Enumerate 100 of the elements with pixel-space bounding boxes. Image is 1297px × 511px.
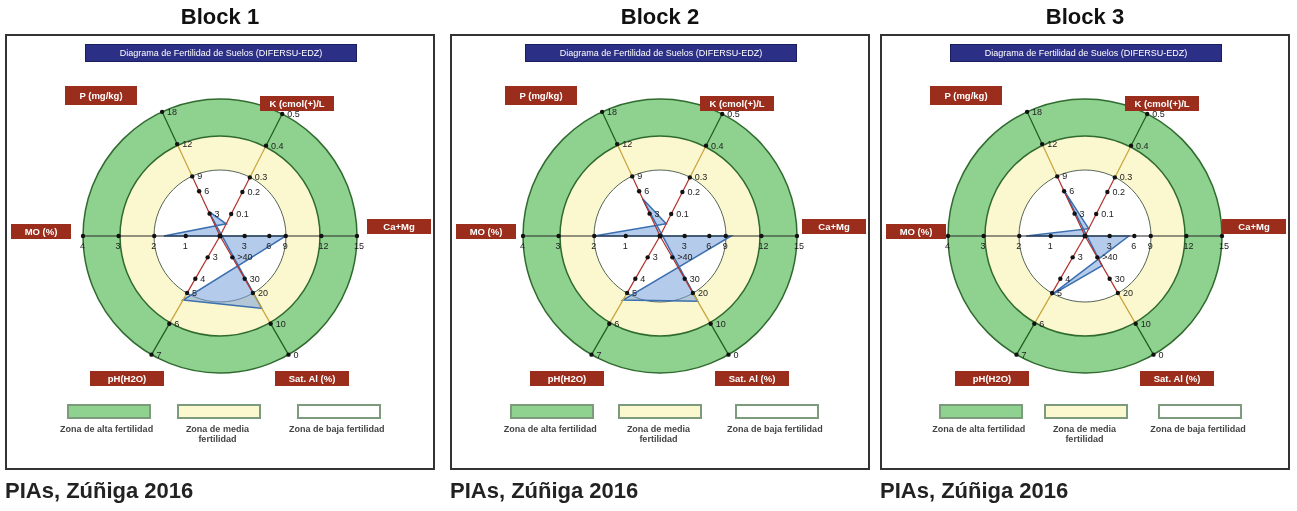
tick-label: 3 xyxy=(681,241,687,251)
tick-label: 0.2 xyxy=(247,187,260,198)
tick-label: 1 xyxy=(622,241,628,251)
source-note: PIAs, Zúñiga 2016 xyxy=(5,478,194,504)
tick-label: 0 xyxy=(733,349,739,360)
tick-label: 6 xyxy=(204,186,210,197)
tick-label: 0.4 xyxy=(1136,140,1149,151)
tick-label: 4 xyxy=(520,241,525,251)
tick-label: 4 xyxy=(1065,273,1071,284)
tick-label: 10 xyxy=(1140,318,1151,329)
tick-label: 0.1 xyxy=(676,209,689,219)
tick-label: 6 xyxy=(706,241,712,251)
tick-label: 3 xyxy=(654,208,660,219)
tick-label: 0.3 xyxy=(254,172,268,183)
legend-label: Zona de baja fertilidad xyxy=(1149,424,1247,434)
tick-label: 3 xyxy=(1106,241,1112,251)
axis-label: Sat. Al (%) xyxy=(715,371,789,386)
tick-label: 30 xyxy=(689,273,700,284)
axis-label: K (cmol(+)/L xyxy=(700,96,774,111)
tick-label: 3 xyxy=(214,208,220,219)
axis-label: pH(H2O) xyxy=(955,371,1029,386)
tick-label: 9 xyxy=(282,241,288,251)
tick-label: 7 xyxy=(156,349,162,360)
axis-label: P (mg/kg) xyxy=(505,86,577,105)
tick-label: 6 xyxy=(266,241,272,251)
tick-label: >40 xyxy=(237,252,253,263)
axis-label: MO (%) xyxy=(11,224,71,239)
title-bar: Diagrama de Fertilidad de Suelos (DIFERSU-EDZ) xyxy=(950,44,1222,62)
tick-label: 0.1 xyxy=(1101,209,1114,219)
tick-label: 12 xyxy=(758,241,769,251)
tick-label: 20 xyxy=(1122,287,1133,298)
tick-label: >40 xyxy=(677,252,693,263)
tick-label: 0.4 xyxy=(711,140,724,151)
tick-label: 0 xyxy=(293,349,299,360)
legend-label: Zona de alta fertilidad xyxy=(931,424,1027,434)
title-bar: Diagrama de Fertilidad de Suelos (DIFERSU-EDZ) xyxy=(525,44,797,62)
tick-label: 2 xyxy=(591,241,597,251)
tick-label: 0.4 xyxy=(271,140,284,151)
tick-label: >40 xyxy=(1102,252,1118,263)
axis-label: Ca+Mg xyxy=(802,219,866,234)
legend-label: Zona de media fertilidad xyxy=(625,424,691,444)
axis-label: P (mg/kg) xyxy=(65,86,137,105)
source-note: PIAs, Zúñiga 2016 xyxy=(450,478,639,504)
tick-label: 0 xyxy=(1158,349,1164,360)
axis-label: P (mg/kg) xyxy=(930,86,1002,105)
tick-label: 6 xyxy=(644,186,650,197)
legend-label: Zona de alta fertilidad xyxy=(502,424,598,434)
title-bar: Diagrama de Fertilidad de Suelos (DIFERSU-EDZ) xyxy=(85,44,357,62)
legend-label: Zona de media fertilidad xyxy=(184,424,250,444)
tick-label: 5 xyxy=(632,287,638,298)
tick-label: 12 xyxy=(318,241,329,251)
tick-label: 0.5 xyxy=(727,108,740,119)
tick-label: 3 xyxy=(652,252,658,263)
axis-label: K (cmol(+)/L xyxy=(1125,96,1199,111)
tick-label: 1 xyxy=(1047,241,1053,251)
tick-label: 2 xyxy=(151,241,157,251)
tick-label: 0.5 xyxy=(287,108,300,119)
tick-label: 0.3 xyxy=(694,172,708,183)
tick-label: 18 xyxy=(167,106,178,117)
tick-label: 6 xyxy=(1069,186,1075,197)
tick-label: 12 xyxy=(622,139,633,150)
tick-label: 3 xyxy=(1079,208,1085,219)
tick-label: 4 xyxy=(945,241,950,251)
tick-label: 3 xyxy=(212,252,218,263)
tick-label: 9 xyxy=(722,241,728,251)
tick-label: 7 xyxy=(596,349,602,360)
tick-label: 1 xyxy=(182,241,188,251)
tick-label: 12 xyxy=(182,139,193,150)
tick-label: 18 xyxy=(1032,106,1043,117)
legend-label: Zona de baja fertilidad xyxy=(287,424,386,434)
tick-label: 6 xyxy=(1131,241,1137,251)
tick-label: 5 xyxy=(1057,287,1063,298)
tick-label: 4 xyxy=(640,273,646,284)
legend-label: Zona de alta fertilidad xyxy=(59,424,155,434)
tick-label: 2 xyxy=(1016,241,1022,251)
tick-label: 9 xyxy=(1147,241,1153,251)
tick-label: 0.2 xyxy=(1112,187,1125,198)
tick-label: 20 xyxy=(697,287,708,298)
axis-label: Ca+Mg xyxy=(367,219,431,234)
tick-label: 30 xyxy=(249,273,260,284)
axis-label: MO (%) xyxy=(456,224,516,239)
axis-label: pH(H2O) xyxy=(90,371,164,386)
tick-label: 18 xyxy=(607,106,618,117)
axis-label: K (cmol(+)/L xyxy=(260,96,334,111)
tick-label: 0.5 xyxy=(1152,108,1165,119)
tick-label: 0.3 xyxy=(1119,172,1133,183)
legend-label: Zona de media fertilidad xyxy=(1051,424,1117,444)
tick-label: 12 xyxy=(1183,241,1194,251)
tick-label: 3 xyxy=(1077,252,1083,263)
legend-label: Zona de baja fertilidad xyxy=(726,424,824,434)
panel-heading: Block 1 xyxy=(179,4,261,30)
axis-label: Ca+Mg xyxy=(1222,219,1286,234)
tick-label: 3 xyxy=(115,241,121,251)
source-note: PIAs, Zúñiga 2016 xyxy=(880,478,1069,504)
tick-label: 0.2 xyxy=(687,187,700,198)
tick-label: 6 xyxy=(614,318,620,329)
tick-label: 10 xyxy=(715,318,726,329)
tick-label: 20 xyxy=(257,287,268,298)
tick-label: 9 xyxy=(1062,171,1068,182)
tick-label: 3 xyxy=(980,241,986,251)
